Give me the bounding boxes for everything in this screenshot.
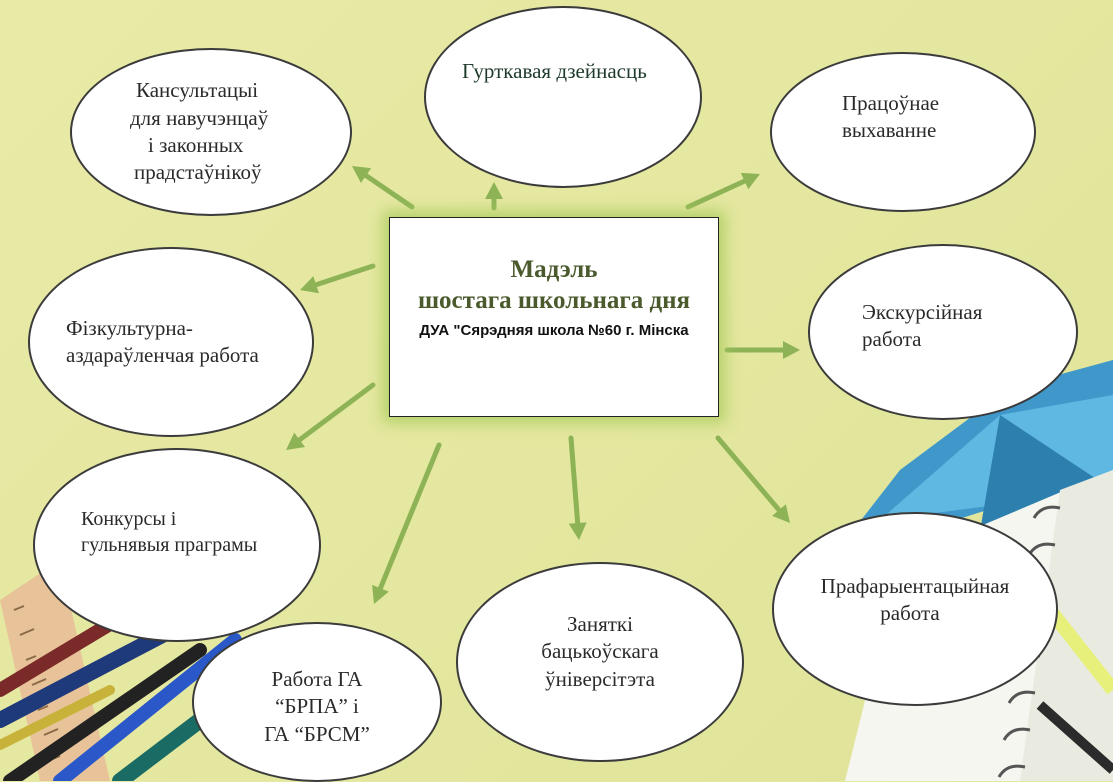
arrow-to-labour-education-head [740, 172, 760, 190]
center-box: Мадэль шостага школьнага дня ДУА "Сярэдн… [389, 217, 719, 417]
node-parents-university: Заняткі бацькоўскага ўніверсітэта [456, 562, 744, 762]
arrow-to-parents-university-head [568, 522, 587, 540]
arrow-to-career-guidance-head [772, 504, 790, 523]
node-label-line: аздараўленчая работа [66, 343, 259, 367]
arrow-to-excursion-work [724, 341, 800, 359]
node-career-guidance: Прафарыентацыйная работа [772, 512, 1058, 706]
node-consultations: Кансультацыі для навучэнцаў і законных п… [70, 48, 352, 216]
node-label-line: Экскурсійная [862, 299, 983, 324]
arrow-to-pioneer-youth-orgs [372, 442, 442, 604]
node-label-line: Заняткі [567, 612, 633, 637]
node-labour-education: Працоўнае выхаванне [770, 52, 1036, 212]
arrow-to-consultations-head [352, 166, 372, 184]
node-label-line: ўніверсітэта [545, 666, 655, 691]
arrow-to-sports-health-shaft [311, 263, 376, 288]
node-label-line: і законных [148, 133, 244, 157]
node-label-line: ГА “БРСМ” [264, 721, 370, 746]
arrow-to-career-guidance-shaft [715, 435, 783, 515]
node-label-line: Прафарыентацыйная [820, 573, 1010, 598]
arrow-to-sports-health-head [300, 276, 319, 294]
arrow-to-club-activity-head [485, 182, 503, 199]
node-label-line: Фізкультурна- [66, 315, 193, 340]
node-label-line: работа [862, 327, 922, 351]
arrow-to-pioneer-youth-orgs-head [372, 584, 389, 604]
arrow-to-contests-games [286, 382, 376, 450]
arrow-to-sports-health [300, 263, 376, 294]
node-label-line: “БРПА” і [275, 694, 359, 719]
arrow-to-club-activity [485, 182, 503, 211]
arrow-to-contests-games-shaft [295, 382, 376, 444]
node-label-line: бацькоўскага [541, 639, 659, 664]
node-pioneer-youth-orgs: Работа ГА “БРПА” і ГА “БРСМ” [192, 622, 442, 782]
node-club-activity: Гурткавая дзейнасць [424, 6, 702, 188]
arrow-to-pioneer-youth-orgs-shaft [377, 442, 442, 593]
node-label-line: выхаванне [842, 118, 937, 142]
center-title-line: шостага школьнага дня [417, 287, 691, 315]
center-subtitle: ДУА "Сярэдняя школа №60 г. Мінска [419, 322, 689, 339]
arrow-to-career-guidance [715, 435, 790, 523]
node-label-line: гульнявыя праграмы [81, 534, 258, 556]
arrow-to-consultations [352, 166, 415, 210]
node-label-line: Конкурсы і [81, 508, 177, 530]
node-label-line: Работа ГА [271, 667, 363, 692]
arrow-to-contests-games-head [286, 432, 306, 450]
center-title: Мадэль шостага школьнага дня [390, 254, 718, 317]
node-contests-games: Конкурсы і гульнявыя праграмы [33, 448, 321, 642]
arrow-to-consultations-shaft [361, 171, 415, 210]
node-label-line: для навучэнцаў [130, 105, 269, 130]
arrow-to-labour-education-shaft [685, 177, 749, 210]
node-label-line: Гурткавая дзейнасць [462, 59, 647, 84]
center-title-line: Мадэль [510, 256, 598, 283]
node-label-line: работа [880, 601, 940, 625]
node-label-line: Працоўнае [842, 90, 940, 115]
node-label-line: Кансультацыі [136, 78, 259, 103]
node-excursion-work: Экскурсійная работа [808, 244, 1078, 420]
arrow-to-parents-university-shaft [568, 435, 581, 528]
arrow-to-parents-university [568, 435, 587, 540]
arrow-to-excursion-work-head [783, 341, 800, 359]
node-sports-health: Фізкультурна- аздараўленчая работа [28, 247, 314, 437]
node-label-line: прадстаўнікоў [134, 160, 262, 185]
arrow-to-labour-education [685, 172, 760, 210]
